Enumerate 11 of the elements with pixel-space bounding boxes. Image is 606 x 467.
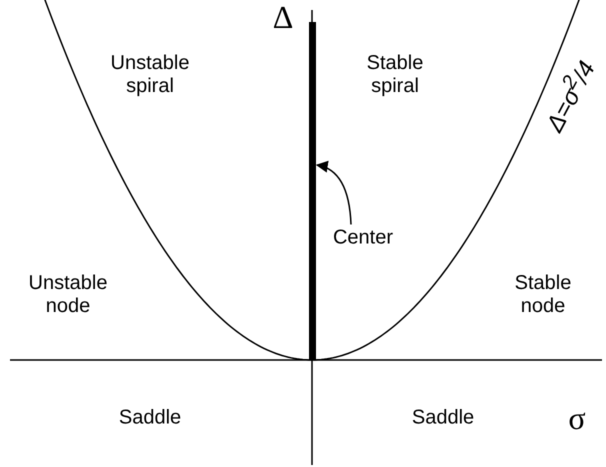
axis-label: σ [568,401,586,435]
leader-arrow [316,162,352,225]
axis-label: Δ [272,0,294,34]
region-label: Stable spiral [366,52,424,98]
region-label: Saddle [118,406,182,430]
region-label: Center [332,226,394,250]
region-label: Unstable spiral [110,52,190,98]
region-label: Unstable node [28,272,108,318]
center-line-bar [309,22,316,360]
region-label: Stable node [514,272,572,318]
region-label: Saddle [412,406,474,430]
